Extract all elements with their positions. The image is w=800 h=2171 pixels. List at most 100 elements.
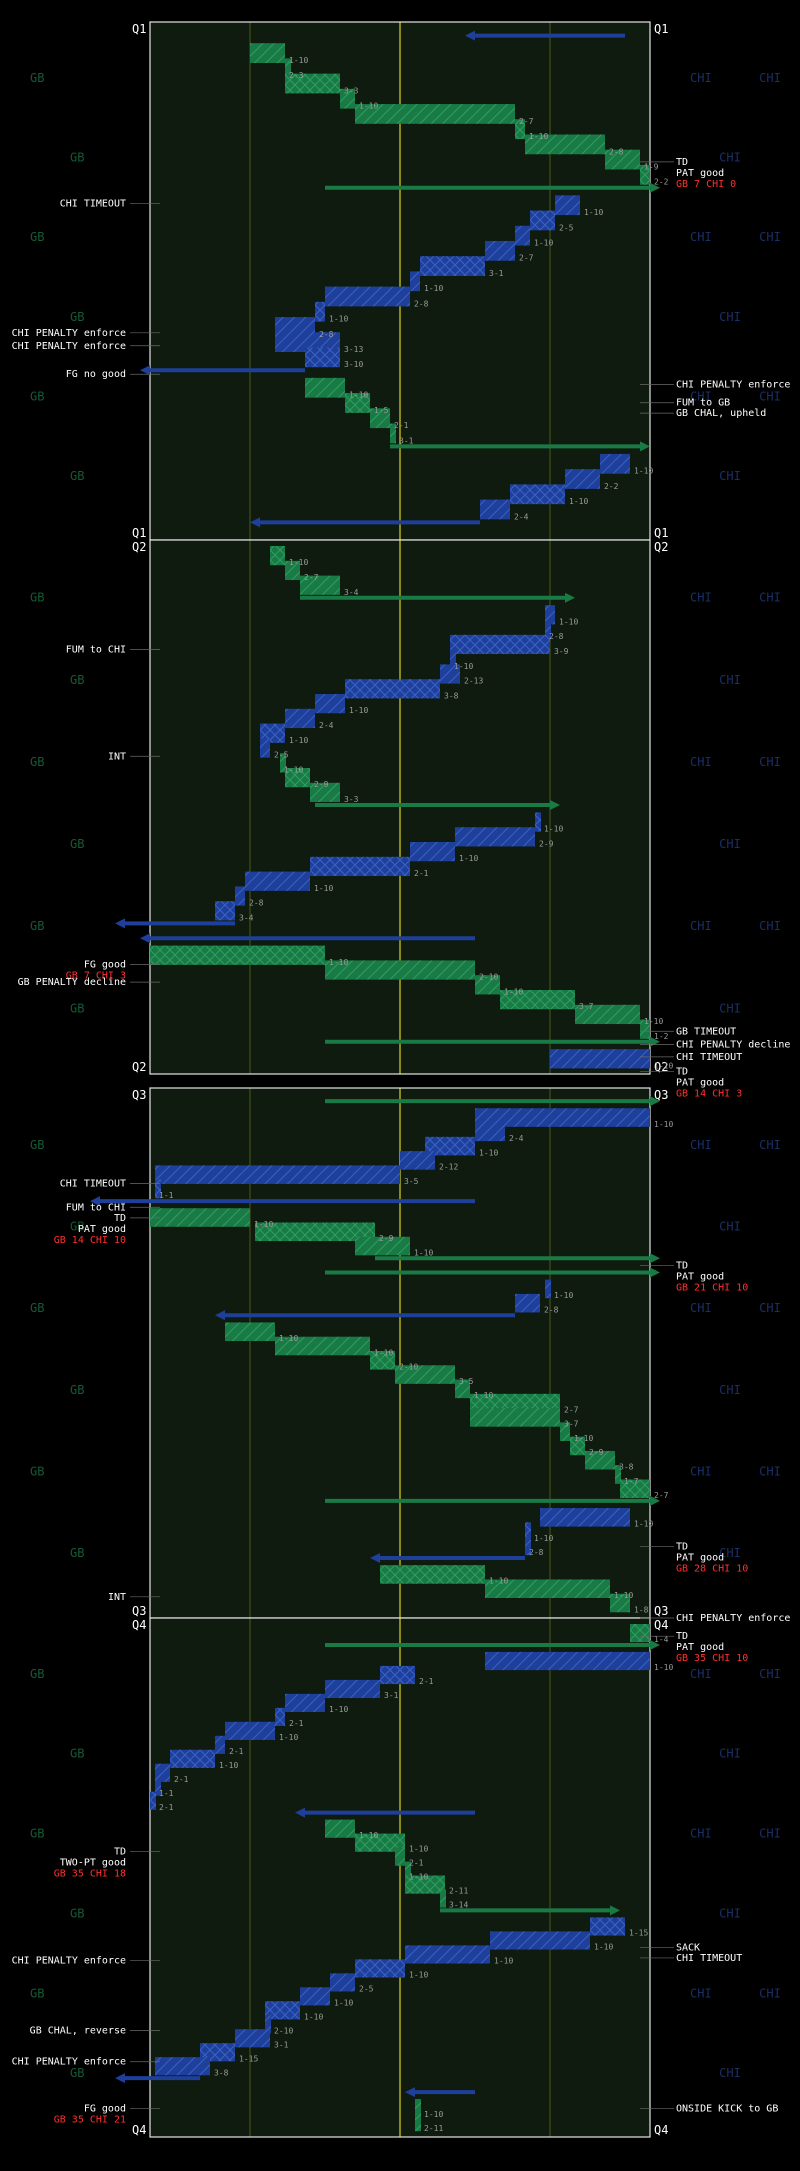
watermark-chi: CHI bbox=[690, 755, 712, 769]
down-distance-label: 1-10 bbox=[644, 1017, 663, 1026]
down-distance-label: 1-9 bbox=[644, 162, 659, 171]
down-distance-label: 2-8 bbox=[529, 1548, 544, 1557]
play-bar bbox=[370, 1351, 395, 1370]
down-distance-label: 2-4 bbox=[319, 721, 334, 730]
down-distance-label: 2-10 bbox=[399, 1363, 418, 1372]
watermark-chi: CHI bbox=[719, 310, 741, 324]
play-bar bbox=[380, 1665, 415, 1685]
watermark-gb: GB bbox=[30, 390, 44, 404]
play-bar bbox=[275, 1707, 285, 1726]
annotation-text: PAT good bbox=[676, 1272, 724, 1283]
play-bar bbox=[575, 1004, 640, 1025]
play-bar bbox=[515, 225, 530, 246]
quarter-label-q4-top-right: Q4 bbox=[654, 1618, 668, 1632]
annotation-text: TD bbox=[676, 1261, 688, 1272]
play-arrowhead bbox=[140, 933, 150, 944]
play-bar bbox=[605, 149, 640, 170]
field-border bbox=[149, 539, 651, 1075]
play-bar bbox=[330, 1973, 355, 1992]
annotation-text: CHI PENALTY enforce bbox=[12, 328, 126, 339]
play-bar bbox=[275, 332, 340, 353]
play-bar bbox=[260, 738, 270, 758]
play-bar bbox=[150, 945, 325, 965]
down-distance-label: 2-8 bbox=[549, 632, 564, 641]
play-bar bbox=[355, 1236, 410, 1256]
down-distance-label: 2-5 bbox=[274, 751, 289, 760]
play-bar bbox=[455, 827, 535, 847]
play-bar bbox=[415, 2113, 421, 2132]
down-distance-label: 1-10 bbox=[279, 1733, 298, 1742]
quarter-label-q2-bottom-right: Q2 bbox=[654, 1060, 668, 1074]
play-bar bbox=[155, 1777, 161, 1796]
quarter-label-q2-top-right: Q2 bbox=[654, 540, 668, 554]
annotation-text: CHI PENALTY enforce bbox=[12, 341, 126, 352]
down-distance-label: 2-1 bbox=[394, 421, 409, 430]
down-distance-label: 1-10 bbox=[349, 391, 368, 400]
play-bar bbox=[475, 1108, 650, 1127]
down-distance-label: 1-10 bbox=[349, 706, 368, 715]
play-bar bbox=[450, 649, 456, 669]
play-bar bbox=[395, 1847, 405, 1866]
down-distance-label: 2-11 bbox=[449, 1887, 468, 1896]
watermark-chi: CHI bbox=[719, 1546, 741, 1560]
play-bar bbox=[235, 886, 245, 906]
quarter-label-q1-bottom-left: Q1 bbox=[132, 526, 146, 540]
watermark-chi: CHI bbox=[719, 2066, 741, 2080]
down-distance-label: 1-10 bbox=[494, 1957, 513, 1966]
down-distance-label: 1-10 bbox=[414, 1248, 433, 1257]
annotation-text: TD bbox=[676, 1541, 688, 1552]
down-distance-label: 1-10 bbox=[529, 132, 548, 141]
watermark-gb: GB bbox=[30, 591, 44, 605]
watermark-chi: CHI bbox=[690, 591, 712, 605]
play-bar bbox=[425, 1136, 475, 1156]
watermark-gb: GB bbox=[70, 837, 84, 851]
down-distance-label: 1-10 bbox=[654, 1061, 673, 1070]
watermark-chi: CHI bbox=[690, 1986, 712, 2000]
play-bar bbox=[565, 469, 600, 489]
down-distance-label: 2-11 bbox=[424, 2124, 443, 2133]
annotation-text: CHI PENALTY enforce bbox=[676, 380, 790, 391]
quarter-label-q4-bottom-right: Q4 bbox=[654, 2123, 668, 2137]
play-bar bbox=[485, 1651, 650, 1671]
watermark-chi: CHI bbox=[759, 1986, 781, 2000]
down-distance-label: 2-4 bbox=[509, 1134, 524, 1143]
play-bar bbox=[400, 1151, 435, 1170]
annotation-text: FG good bbox=[84, 2103, 126, 2114]
down-distance-label: 3-3 bbox=[344, 795, 359, 804]
down-distance-label: 2-1 bbox=[289, 1719, 304, 1728]
watermark-chi: CHI bbox=[759, 390, 781, 404]
watermark-chi: CHI bbox=[690, 1667, 712, 1681]
annotation-text: CHI TIMEOUT bbox=[676, 1953, 742, 1964]
play-bar bbox=[310, 856, 410, 877]
play-bar bbox=[475, 1122, 505, 1142]
down-distance-label: 1-10 bbox=[534, 1534, 553, 1543]
watermark-gb: GB bbox=[30, 71, 44, 85]
play-bar bbox=[390, 423, 396, 444]
down-distance-label: 3-8 bbox=[214, 2068, 229, 2077]
play-arrowhead bbox=[295, 1807, 305, 1818]
down-distance-label: 3-1 bbox=[399, 436, 414, 445]
down-distance-label: 1-10 bbox=[284, 765, 303, 774]
annotation-text: TD bbox=[114, 1847, 126, 1858]
play-arrowhead bbox=[650, 1639, 660, 1650]
plays-layer bbox=[90, 30, 660, 2132]
play-bar bbox=[315, 301, 325, 322]
down-distance-label: 3-4 bbox=[344, 588, 359, 597]
play-bar bbox=[395, 1365, 455, 1384]
down-distance-label: 2-13 bbox=[464, 677, 483, 686]
watermark-gb: GB bbox=[70, 1906, 84, 1920]
play-bar bbox=[325, 286, 410, 307]
watermark-chi: CHI bbox=[690, 390, 712, 404]
play-bar bbox=[155, 2057, 210, 2076]
down-distance-label: 3-5 bbox=[459, 1377, 474, 1386]
down-distance-label: 2-7 bbox=[519, 254, 534, 263]
play-bar bbox=[310, 782, 340, 803]
play-bar bbox=[485, 1579, 610, 1599]
annotation-text: GB 35 CHI 21 bbox=[54, 2114, 126, 2125]
down-distance-label: 1-10 bbox=[634, 1520, 653, 1529]
annotation-text: GB CHAL, upheld bbox=[676, 408, 766, 419]
down-distance-label: 1-10 bbox=[634, 467, 653, 476]
annotation-text: CHI TIMEOUT bbox=[60, 1178, 126, 1189]
down-distance-label: 2-1 bbox=[409, 1859, 424, 1868]
